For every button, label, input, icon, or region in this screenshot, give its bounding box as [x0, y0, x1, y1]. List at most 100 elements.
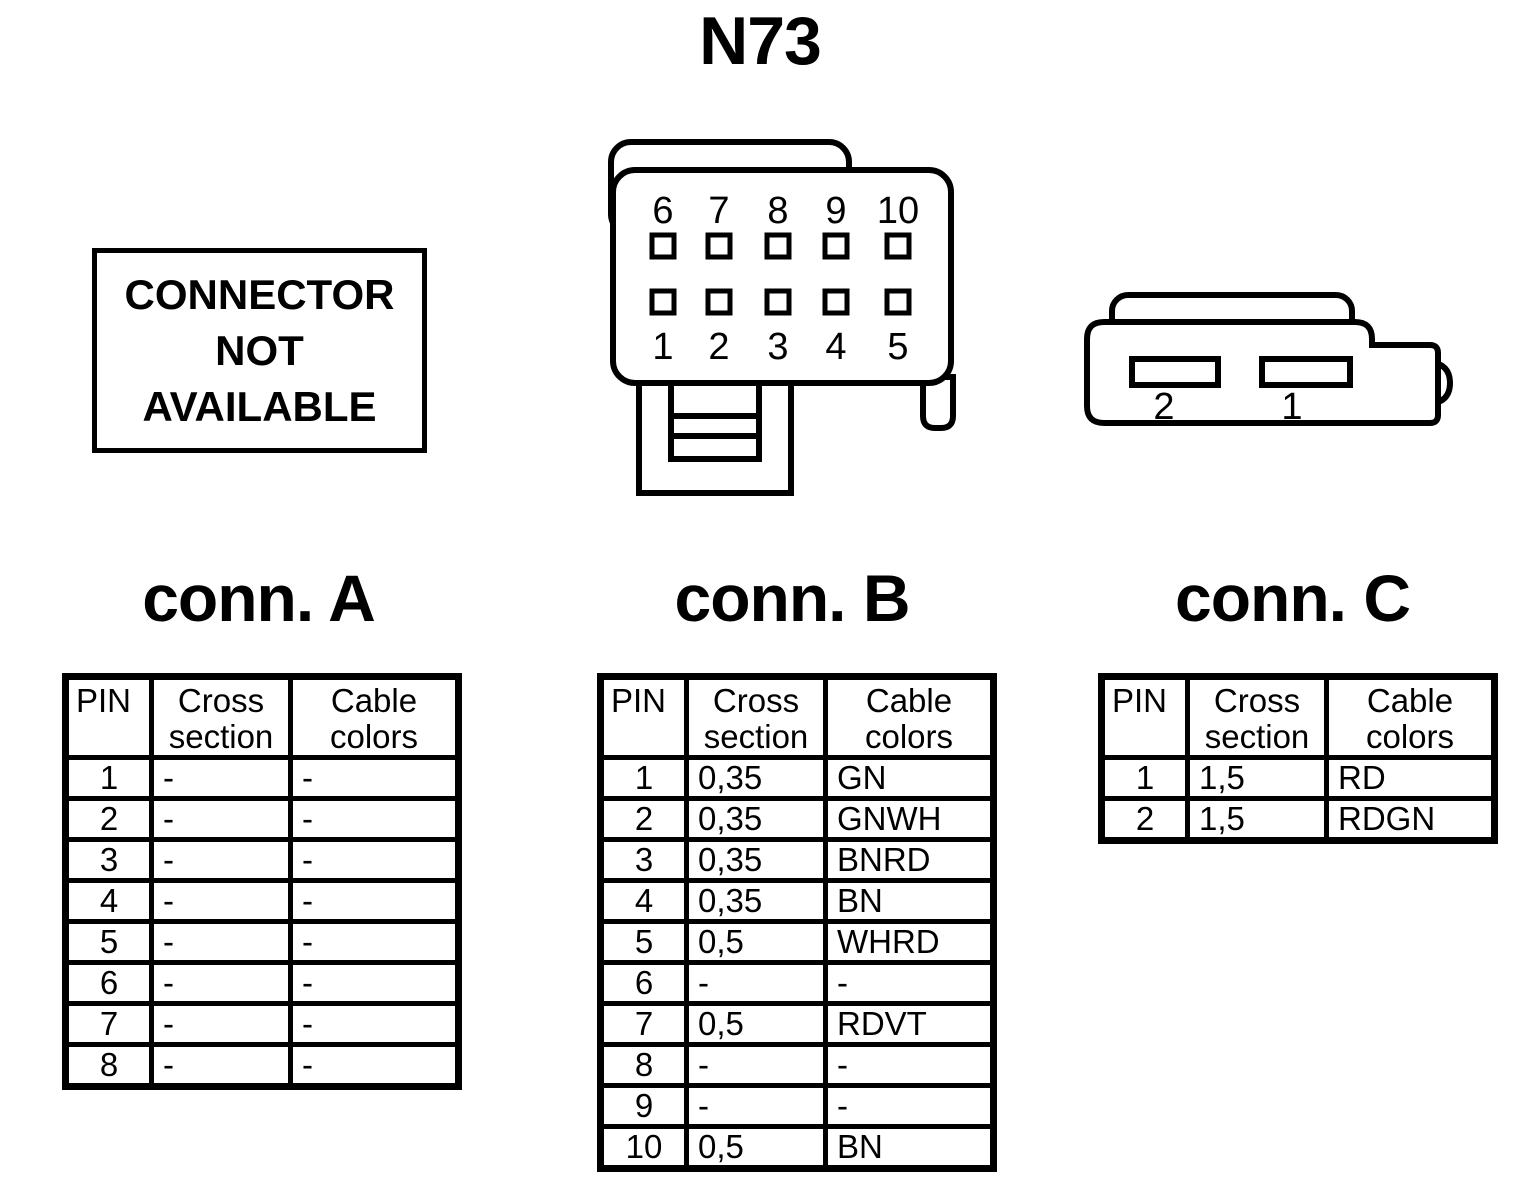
- conn-c-table: PIN Cross section Cable colors 1 1,5 RD …: [1098, 673, 1498, 844]
- cross-section-cell: -: [684, 1042, 828, 1088]
- pin-header: PIN: [63, 674, 154, 760]
- table-row: 2 1,5 RDGN: [1099, 796, 1497, 843]
- cable-colors-cell: WHRD: [823, 919, 996, 965]
- conn-a-table: PIN Cross section Cable colors 1 - - 2 -…: [62, 673, 462, 1090]
- pin-label: 3: [767, 326, 788, 368]
- pin-slot: [1129, 356, 1221, 388]
- pin-label: 2: [708, 326, 729, 368]
- cross-section-cell: -: [149, 1042, 293, 1089]
- table-row: 10 0,5 BN: [598, 1124, 996, 1171]
- cable-colors-cell: RD: [1324, 755, 1497, 801]
- pin-cell: 6: [63, 960, 154, 1006]
- pin-square: [884, 232, 912, 260]
- table-row: 1 0,35 GN: [598, 755, 996, 801]
- pin-label: 7: [708, 190, 729, 232]
- table-row: 8 - -: [63, 1042, 461, 1089]
- table-row: 7 - -: [63, 1001, 461, 1047]
- pin-label: 6: [652, 190, 673, 232]
- table-row: 5 0,5 WHRD: [598, 919, 996, 965]
- table-row: 4 - -: [63, 878, 461, 924]
- table-row: 8 - -: [598, 1042, 996, 1088]
- cable-colors-cell: RDGN: [1324, 796, 1497, 843]
- pin-cell: 4: [63, 878, 154, 924]
- pin-cell: 7: [598, 1001, 689, 1047]
- cross-section-cell: 1,5: [1185, 755, 1329, 801]
- cross-section-cell: 0,35: [684, 755, 828, 801]
- cable-colors-header: Cable colors: [288, 674, 461, 760]
- pin-cell: 2: [1099, 796, 1190, 843]
- pin-square: [649, 288, 677, 316]
- table-header-row: PIN Cross section Cable colors: [598, 674, 996, 760]
- pin-label: 2: [1153, 386, 1174, 428]
- table-row: 2 0,35 GNWH: [598, 796, 996, 842]
- connector-b-diagram: 6 7 8 9 10 1 2 3 4 5: [608, 139, 956, 496]
- cross-section-cell: -: [684, 960, 828, 1006]
- table-header-row: PIN Cross section Cable colors: [63, 674, 461, 760]
- pin-cell: 6: [598, 960, 689, 1006]
- cable-colors-cell: GN: [823, 755, 996, 801]
- pin-cell: 3: [63, 837, 154, 883]
- cable-colors-cell: -: [823, 1083, 996, 1129]
- table-row: 9 - -: [598, 1083, 996, 1129]
- cable-colors-cell: -: [288, 837, 461, 883]
- table-header-row: PIN Cross section Cable colors: [1099, 674, 1497, 760]
- cross-section-cell: -: [149, 796, 293, 842]
- connector-c-diagram: 2 1: [1084, 292, 1454, 428]
- cross-section-header: Cross section: [1185, 674, 1329, 760]
- na-line-1: CONNECTOR: [124, 270, 395, 318]
- pin-cell: 4: [598, 878, 689, 924]
- conn-b-table: PIN Cross section Cable colors 1 0,35 GN…: [597, 673, 997, 1172]
- table-row: 3 0,35 BNRD: [598, 837, 996, 883]
- pin-square: [884, 288, 912, 316]
- pin-label: 1: [1281, 386, 1302, 428]
- cross-section-cell: 0,5: [684, 1001, 828, 1047]
- cross-section-cell: -: [149, 1001, 293, 1047]
- table-row: 5 - -: [63, 919, 461, 965]
- conn-a-title: conn. A: [142, 561, 376, 635]
- pin-square: [764, 288, 792, 316]
- cross-section-cell: 0,5: [684, 919, 828, 965]
- pin-label: 9: [825, 190, 846, 232]
- pin-cell: 1: [1099, 755, 1190, 801]
- cable-colors-cell: RDVT: [823, 1001, 996, 1047]
- conn-b-title: conn. B: [674, 561, 911, 635]
- connector-not-available-box: CONNECTOR NOT AVAILABLE: [92, 248, 427, 453]
- pin-square: [822, 232, 850, 260]
- pin-cell: 5: [598, 919, 689, 965]
- conn-c-title: conn. C: [1175, 561, 1411, 635]
- cross-section-cell: -: [149, 878, 293, 924]
- cable-colors-cell: -: [823, 960, 996, 1006]
- pin-label: 4: [825, 326, 846, 368]
- cable-colors-header: Cable colors: [823, 674, 996, 760]
- table-row: 2 - -: [63, 796, 461, 842]
- cable-colors-cell: -: [288, 755, 461, 801]
- page-title: N73: [699, 3, 822, 79]
- cable-colors-header: Cable colors: [1324, 674, 1497, 760]
- pin-square: [705, 232, 733, 260]
- pin-cell: 5: [63, 919, 154, 965]
- cable-colors-cell: GNWH: [823, 796, 996, 842]
- pin-square: [649, 232, 677, 260]
- pin-header: PIN: [598, 674, 689, 760]
- pin-cell: 10: [598, 1124, 689, 1171]
- table-row: 1 1,5 RD: [1099, 755, 1497, 801]
- cable-colors-cell: -: [288, 919, 461, 965]
- table-row: 6 - -: [598, 960, 996, 1006]
- cross-section-cell: 0,35: [684, 796, 828, 842]
- na-line-2: NOT: [215, 326, 304, 374]
- table-row: 7 0,5 RDVT: [598, 1001, 996, 1047]
- cable-colors-cell: -: [288, 960, 461, 1006]
- pin-square: [764, 232, 792, 260]
- table-row: 4 0,35 BN: [598, 878, 996, 924]
- table-row: 3 - -: [63, 837, 461, 883]
- cable-colors-cell: BNRD: [823, 837, 996, 883]
- table-row: 6 - -: [63, 960, 461, 1006]
- connector-b-body: [610, 167, 954, 386]
- cross-section-header: Cross section: [149, 674, 293, 760]
- cable-colors-cell: -: [288, 1042, 461, 1089]
- pin-square: [822, 288, 850, 316]
- cross-section-cell: -: [149, 919, 293, 965]
- pin-slot: [1259, 356, 1353, 388]
- cross-section-cell: 0,35: [684, 878, 828, 924]
- pin-cell: 1: [63, 755, 154, 801]
